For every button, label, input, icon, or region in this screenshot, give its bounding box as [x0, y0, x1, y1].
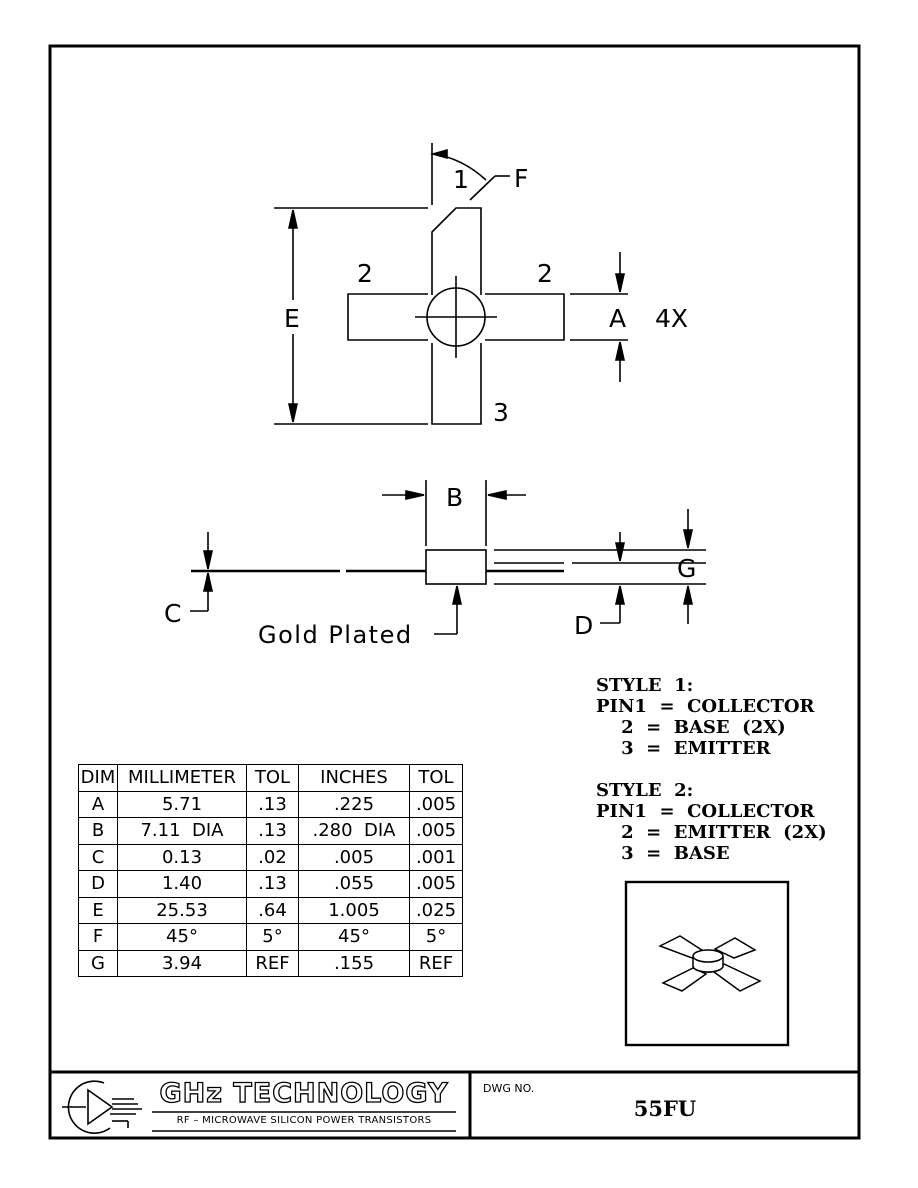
- table-cell: .155: [298, 949, 410, 977]
- table-header-cell: INCHES: [298, 764, 410, 792]
- table-cell: D: [78, 870, 118, 898]
- dim-f-label: F: [514, 164, 528, 193]
- table-cell: .005: [298, 843, 410, 871]
- gold-plated-note: Gold Plated: [258, 621, 413, 649]
- top-view: [274, 143, 628, 425]
- table-cell: F: [78, 923, 118, 951]
- table-cell: .13: [246, 817, 299, 845]
- dim-e-label: E: [284, 304, 300, 333]
- table-cell: A: [78, 790, 118, 818]
- drawing-number-label: DWG NO.: [483, 1082, 535, 1095]
- table-cell: 0.13: [117, 843, 247, 871]
- pin2-right-label: 2: [537, 259, 553, 288]
- table-cell: .225: [298, 790, 410, 818]
- company-name: GHz TECHNOLOGY: [159, 1077, 449, 1109]
- style-note-gap: [596, 759, 876, 780]
- table-cell: G: [78, 949, 118, 977]
- table-cell: 3.94: [117, 949, 247, 977]
- table-cell: 25.53: [117, 896, 247, 924]
- table-cell: .13: [246, 870, 299, 898]
- pin3-lead: [431, 343, 482, 425]
- style-note-line: PIN1 = COLLECTOR: [596, 696, 815, 717]
- dim-d-label: D: [574, 611, 593, 640]
- sheet-border: [48, 44, 861, 1140]
- style-note-line: 2 = BASE (2X): [596, 717, 786, 738]
- drawing-number: 55FU: [633, 1096, 697, 1121]
- table-cell: 45°: [298, 923, 410, 951]
- table-cell: REF: [409, 949, 463, 977]
- table-cell: .055: [298, 870, 410, 898]
- table-cell: E: [78, 896, 118, 924]
- pin-style-notes: STYLE 1:PIN1 = COLLECTOR 2 = BASE (2X) 3…: [596, 675, 876, 864]
- style-note-line: PIN1 = COLLECTOR: [596, 801, 815, 822]
- table-cell: 7.11 DIA: [117, 817, 247, 845]
- side-body: [425, 549, 487, 585]
- table-cell: B: [78, 817, 118, 845]
- dim-a-label: A: [609, 304, 626, 333]
- package-iso-icon: [658, 935, 762, 992]
- company-logo-icon: [62, 1080, 142, 1134]
- pin3-label: 3: [493, 398, 509, 427]
- style-note-line: STYLE 1:: [596, 675, 694, 696]
- table-cell: .005: [409, 870, 463, 898]
- iso-view-frame: [624, 880, 790, 1047]
- table-cell: 1.005: [298, 896, 410, 924]
- table-cell: .280 DIA: [298, 817, 410, 845]
- table-cell: 5°: [246, 923, 299, 951]
- table-cell: C: [78, 843, 118, 871]
- table-cell: 45°: [117, 923, 247, 951]
- dim-c-label: C: [164, 599, 181, 628]
- table-header-cell: DIM: [78, 764, 118, 792]
- table-cell: REF: [246, 949, 299, 977]
- table-cell: .02: [246, 843, 299, 871]
- company-tagline: RF – MICROWAVE SILICON POWER TRANSISTORS: [176, 1115, 432, 1126]
- side-view: [190, 480, 706, 635]
- dim-b-label: B: [446, 483, 463, 512]
- style-note-line: 3 = BASE: [596, 843, 730, 864]
- pin2-left-lead: [347, 293, 428, 341]
- table-header-cell: MILLIMETER: [117, 764, 247, 792]
- table-cell: 1.40: [117, 870, 247, 898]
- table-cell: 5°: [409, 923, 463, 951]
- table-header-cell: TOL: [246, 764, 299, 792]
- pin1-label: 1: [453, 165, 469, 194]
- table-cell: .13: [246, 790, 299, 818]
- style-note-line: STYLE 2:: [596, 780, 694, 801]
- table-cell: .005: [409, 790, 463, 818]
- table-cell: .001: [409, 843, 463, 871]
- table-header-cell: TOL: [409, 764, 463, 792]
- pin2-right-lead: [485, 293, 565, 341]
- style-note-line: 2 = EMITTER (2X): [596, 822, 827, 843]
- pin1-lead: [431, 207, 482, 295]
- title-block-company: GHz TECHNOLOGY RF – MICROWAVE SILICON PO…: [152, 1077, 456, 1134]
- table-cell: 5.71: [117, 790, 247, 818]
- pin2-left-label: 2: [357, 259, 373, 288]
- style-note-line: 3 = EMITTER: [596, 738, 771, 759]
- table-cell: .005: [409, 817, 463, 845]
- dim-g-label: G: [677, 554, 696, 583]
- table-cell: .64: [246, 896, 299, 924]
- table-cell: .025: [409, 896, 463, 924]
- dim-a-count: 4X: [655, 304, 688, 333]
